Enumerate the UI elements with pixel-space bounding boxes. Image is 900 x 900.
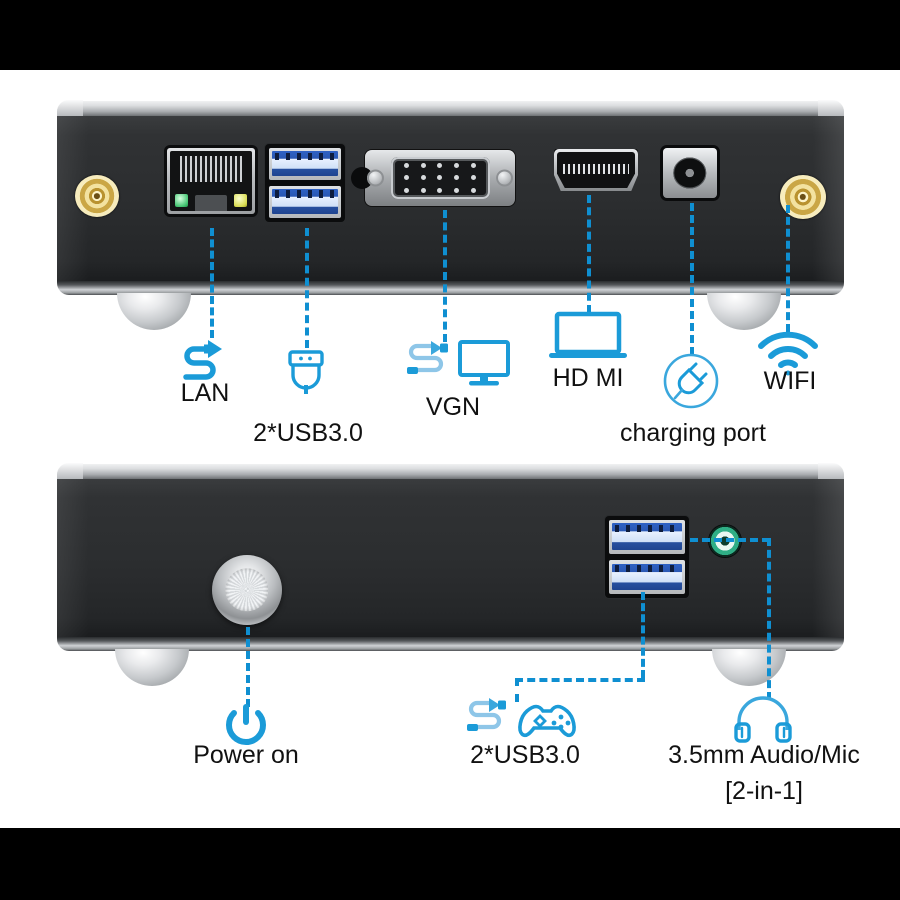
chassis-body bbox=[57, 479, 844, 637]
headphones-icon bbox=[734, 696, 792, 743]
vga-pin-row bbox=[398, 162, 481, 168]
vga-screw-left bbox=[367, 169, 384, 187]
lan-cable-icon bbox=[178, 336, 232, 380]
vga-pin-row bbox=[398, 188, 481, 194]
chassis-bottom-lip bbox=[57, 637, 844, 651]
vga-cavity bbox=[390, 156, 490, 200]
leader-usb-front-h bbox=[515, 678, 645, 682]
label-power-on: Power on bbox=[193, 741, 299, 769]
vga-screw-right bbox=[496, 169, 513, 187]
usb3-front-upper[interactable] bbox=[609, 520, 685, 555]
rear-panel-device bbox=[57, 100, 844, 330]
chassis-corner-right bbox=[818, 100, 844, 116]
chassis-bottom-lip bbox=[57, 281, 844, 295]
rj45-tab bbox=[194, 195, 228, 211]
leader-wifi bbox=[786, 205, 790, 332]
front-panel-device bbox=[57, 463, 844, 686]
cable-gamepad-icon bbox=[465, 697, 583, 743]
label-lan: LAN bbox=[180, 379, 230, 407]
usb-contacts bbox=[615, 524, 679, 533]
power-on-icon bbox=[222, 702, 270, 750]
usb-plug-icon bbox=[288, 342, 324, 394]
rj45-lan-port[interactable] bbox=[167, 148, 255, 214]
sma-antenna-left-port[interactable] bbox=[75, 175, 119, 217]
label-hdmi: HD MI bbox=[552, 364, 624, 392]
label-usb-front: 2*USB3.0 bbox=[470, 741, 580, 769]
dc-power-jack-port[interactable] bbox=[663, 148, 717, 198]
chassis-corner-left bbox=[57, 463, 83, 479]
label-audio-line1: 3.5mm Audio/Mic bbox=[668, 741, 860, 769]
hdmi-cavity bbox=[557, 152, 635, 188]
leader-charging bbox=[690, 203, 694, 355]
leader-hdmi bbox=[587, 195, 591, 313]
chassis-top-lip bbox=[57, 100, 844, 116]
usb-contacts bbox=[274, 152, 336, 160]
leader-vga bbox=[443, 210, 447, 342]
chassis-corner-right bbox=[818, 463, 844, 479]
usb3-front-stack-port[interactable] bbox=[605, 516, 689, 598]
vga-port[interactable] bbox=[351, 150, 515, 206]
label-wifi: WIFI bbox=[763, 367, 817, 395]
leader-lan bbox=[210, 228, 214, 338]
leader-audio-v bbox=[767, 538, 771, 700]
power-button[interactable] bbox=[212, 555, 282, 625]
leader-usb-front-v bbox=[641, 592, 645, 678]
usb3-rear-upper[interactable] bbox=[269, 148, 341, 181]
rj45-link-led bbox=[174, 193, 189, 207]
usb3-front-lower[interactable] bbox=[609, 560, 685, 595]
chassis-top-lip bbox=[57, 463, 844, 479]
leader-usb-front-drop bbox=[515, 678, 519, 702]
usb3-rear-lower[interactable] bbox=[269, 185, 341, 219]
hdmi-port[interactable] bbox=[554, 149, 638, 191]
cable-monitor-icon bbox=[405, 340, 510, 388]
rj45-activity-led bbox=[233, 193, 248, 207]
usb3-rear-stack-port[interactable] bbox=[265, 144, 345, 222]
label-audio-line2: [2-in-1] bbox=[725, 777, 803, 805]
label-charging-port: charging port bbox=[620, 419, 766, 447]
leader-audio-h bbox=[690, 538, 770, 542]
vga-pin-grid bbox=[398, 162, 481, 194]
wifi-icon bbox=[757, 331, 819, 376]
rj45-pins bbox=[179, 155, 243, 183]
vga-pin-row bbox=[398, 175, 481, 181]
hdmi-pins bbox=[563, 164, 629, 174]
label-usb-rear: 2*USB3.0 bbox=[253, 419, 363, 447]
chassis-corner-left bbox=[57, 100, 83, 116]
power-plug-circle-icon bbox=[662, 352, 720, 410]
usb-contacts bbox=[274, 190, 336, 198]
rj45-cavity bbox=[170, 151, 252, 211]
usb-contacts bbox=[615, 564, 679, 573]
laptop-icon bbox=[549, 311, 627, 362]
leader-power bbox=[246, 627, 250, 707]
label-vga: VGN bbox=[425, 393, 481, 421]
leader-usb-rear bbox=[305, 228, 309, 348]
